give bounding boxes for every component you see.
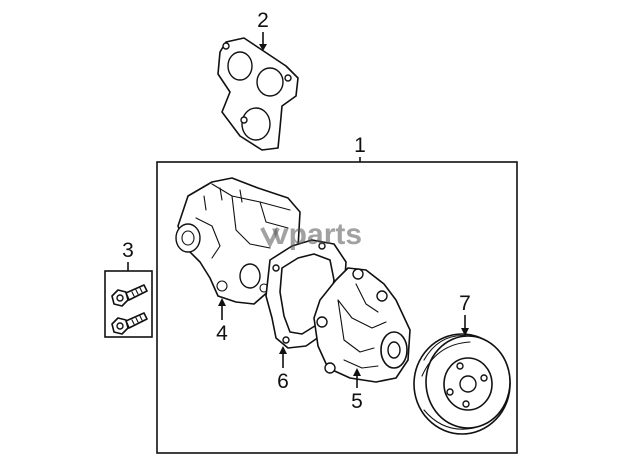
callout-4: 4 [216,298,228,345]
arrow-2-icon [259,44,267,51]
assembly-frame [156,161,518,454]
callout-3-label: 3 [122,239,134,262]
callout-2: 2 [257,9,269,51]
callout-4-label: 4 [216,322,228,345]
arrow-5-icon [353,368,361,376]
callout-6: 6 [277,346,289,393]
water-pump-part-5[interactable] [313,267,411,383]
bolts-frame [104,270,153,338]
watermark-logo: vparts [260,218,362,251]
arrow-4-icon [218,298,226,306]
gasket-part-2[interactable] [217,37,299,151]
callout-7-label: 7 [459,292,471,315]
callout-1-label: 1 [354,134,366,157]
bolt-upper-icon[interactable] [111,284,148,307]
callout-1: 1 [354,134,366,162]
callout-7: 7 [459,292,471,336]
watermark-v-mark-icon [260,227,280,249]
callout-6-label: 6 [277,370,289,393]
callout-3: 3 [122,239,134,271]
callout-5: 5 [351,368,363,413]
arrow-7-icon [461,328,469,336]
callout-5-label: 5 [351,390,363,413]
watermark-text: vparts [272,218,362,251]
pulley-part-7[interactable] [413,333,511,435]
callout-2-label: 2 [257,9,269,32]
bolt-lower-icon[interactable] [111,312,148,335]
arrow-6-icon [279,346,287,354]
